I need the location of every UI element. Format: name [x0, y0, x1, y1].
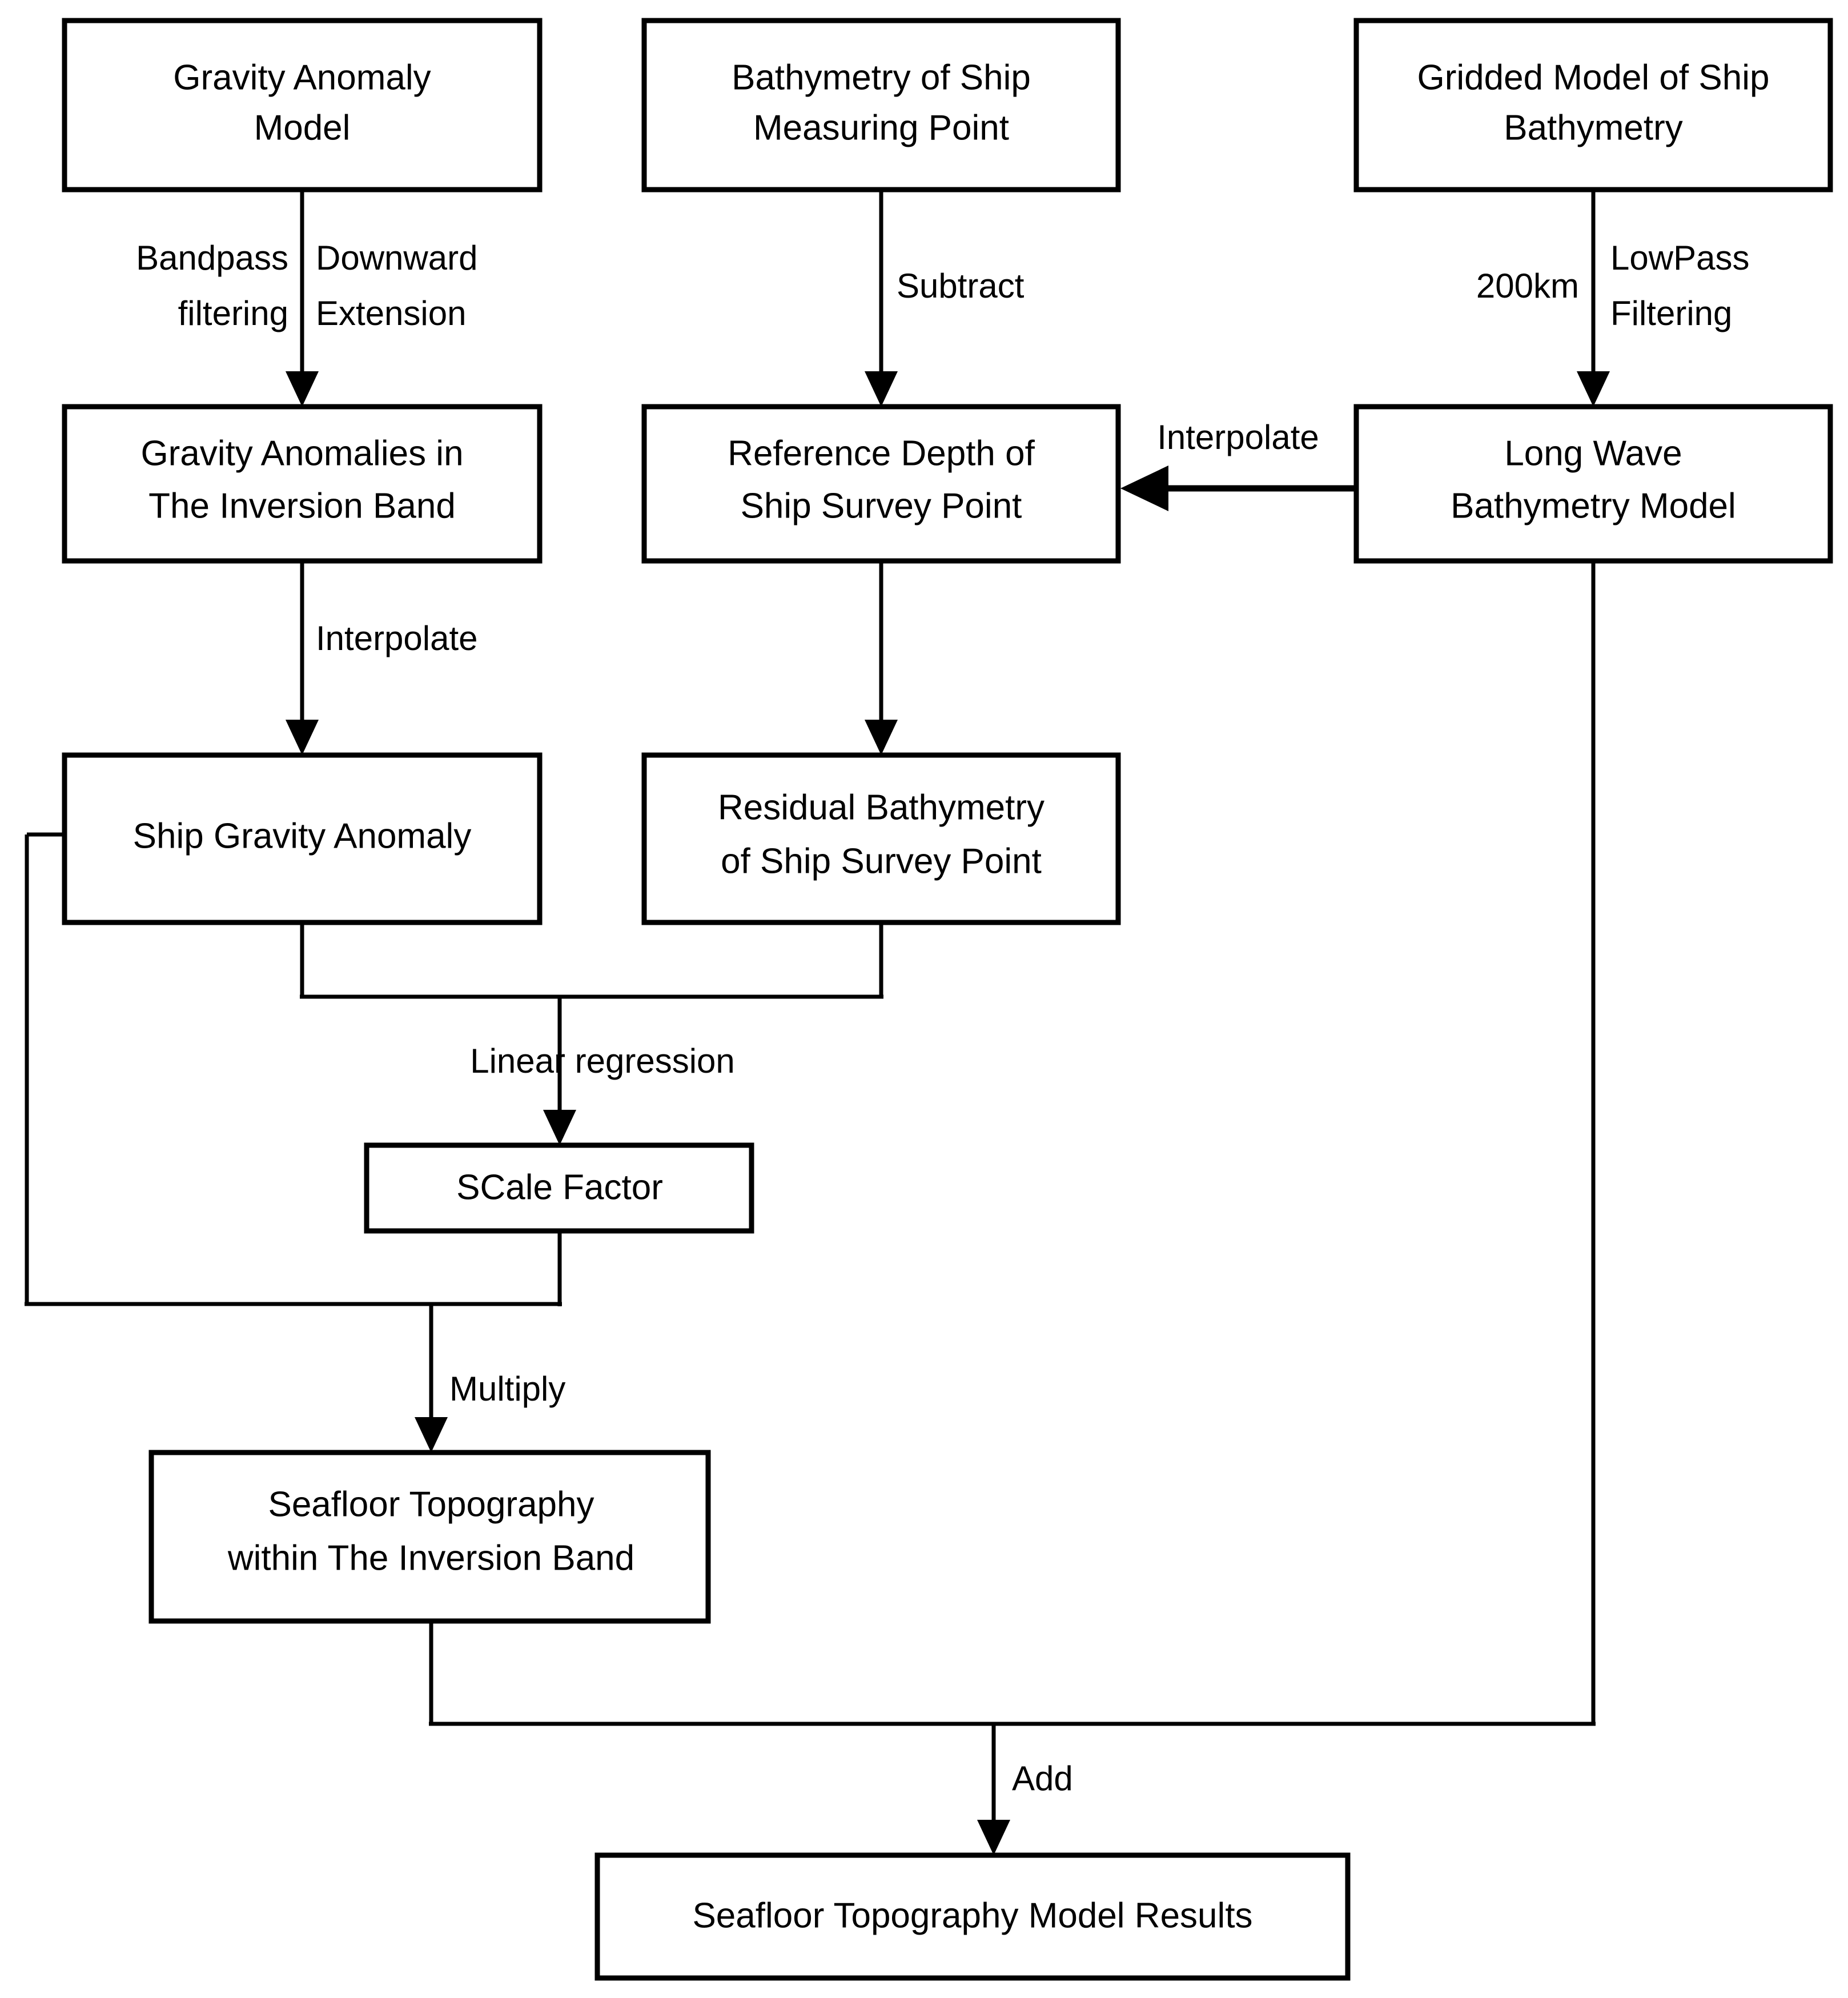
node-label-residual-bathymetry-line2: of Ship Survey Point: [721, 841, 1042, 881]
edge-gravity-model-to-inversion-band: [286, 190, 319, 407]
node-label-gravity-anomaly-model-line1: Gravity Anomaly: [173, 58, 431, 97]
edge-multiply-to-seafloor-topography: [25, 832, 562, 1453]
edge-add-to-model-results: [429, 561, 1596, 1855]
edge-label-subtract: Subtract: [897, 267, 1025, 305]
node-label-reference-depth-line2: Ship Survey Point: [741, 486, 1022, 525]
edge-label-200km: 200km: [1476, 267, 1579, 305]
node-gridded-model-of-ship-bathymetry[interactable]: Gridded Model of Ship Bathymetry: [1353, 18, 1833, 192]
node-label-reference-depth-line1: Reference Depth of: [728, 434, 1035, 473]
edge-linear-regression-to-scale-factor: [300, 922, 883, 1145]
node-bathymetry-of-ship-measuring-point[interactable]: Bathymetry of Ship Measuring Point: [641, 18, 1121, 192]
edge-reference-depth-to-residual-bathymetry: [865, 561, 898, 755]
edge-label-lowpass-filtering-line1: LowPass: [1610, 239, 1749, 277]
node-scale-factor[interactable]: SCale Factor: [364, 1142, 754, 1234]
node-label-long-wave-line1: Long Wave: [1504, 434, 1682, 473]
edge-inversion-band-to-ship-gravity: [286, 561, 319, 755]
node-label-gravity-anomaly-model-line2: Model: [254, 108, 351, 147]
edge-label-interpolate-long-wave: Interpolate: [1157, 418, 1319, 456]
edge-long-wave-to-reference-depth: [1120, 466, 1356, 511]
node-label-bathymetry-measuring-point-line2: Measuring Point: [753, 108, 1009, 147]
node-gravity-anomaly-model[interactable]: Gravity Anomaly Model: [62, 18, 543, 192]
node-long-wave-bathymetry-model[interactable]: Long Wave Bathymetry Model: [1353, 404, 1833, 564]
node-label-gridded-model-line2: Bathymetry: [1504, 108, 1683, 147]
node-label-seafloor-topo-band-line2: within The Inversion Band: [227, 1538, 634, 1578]
node-label-seafloor-topo-results: Seafloor Topography Model Results: [692, 1896, 1252, 1935]
edge-label-bandpass-filtering-line2: filtering: [178, 294, 288, 332]
edge-bathymetry-to-reference-depth: [865, 190, 898, 407]
edge-label-downward-extension-line2: Extension: [316, 294, 467, 332]
node-label-residual-bathymetry-line1: Residual Bathymetry: [718, 788, 1044, 827]
edge-label-add: Add: [1012, 1759, 1073, 1798]
node-label-bathymetry-measuring-point-line1: Bathymetry of Ship: [732, 58, 1031, 97]
node-label-seafloor-topo-band-line1: Seafloor Topography: [268, 1485, 594, 1524]
node-label-gridded-model-line1: Gridded Model of Ship: [1417, 58, 1770, 97]
edge-label-linear-regression: Linear regression: [470, 1042, 735, 1080]
node-label-long-wave-line2: Bathymetry Model: [1451, 486, 1736, 525]
edge-label-bandpass-filtering-line1: Bandpass: [136, 239, 288, 277]
node-gravity-anomalies-in-the-inversion-band[interactable]: Gravity Anomalies in The Inversion Band: [62, 404, 543, 564]
node-seafloor-topography-within-inversion-band[interactable]: Seafloor Topography within The Inversion…: [148, 1450, 711, 1624]
edge-label-interpolate-inversion-band: Interpolate: [316, 619, 478, 657]
node-label-gravity-anomalies-band-line1: Gravity Anomalies in: [140, 434, 463, 473]
node-reference-depth-of-ship-survey-point[interactable]: Reference Depth of Ship Survey Point: [641, 404, 1121, 564]
edge-label-multiply: Multiply: [449, 1370, 565, 1408]
edge-label-lowpass-filtering-line2: Filtering: [1610, 294, 1732, 332]
node-ship-gravity-anomaly[interactable]: Ship Gravity Anomaly: [62, 752, 543, 925]
node-label-gravity-anomalies-band-line2: The Inversion Band: [148, 486, 456, 525]
node-residual-bathymetry-of-ship-survey-point[interactable]: Residual Bathymetry of Ship Survey Point: [641, 752, 1121, 925]
node-label-scale-factor: SCale Factor: [456, 1167, 663, 1207]
node-seafloor-topography-model-results[interactable]: Seafloor Topography Model Results: [594, 1852, 1351, 1981]
node-label-ship-gravity-anomaly: Ship Gravity Anomaly: [133, 816, 472, 856]
edge-label-downward-extension-line1: Downward: [316, 239, 477, 277]
edge-gridded-model-to-long-wave: [1577, 190, 1610, 407]
